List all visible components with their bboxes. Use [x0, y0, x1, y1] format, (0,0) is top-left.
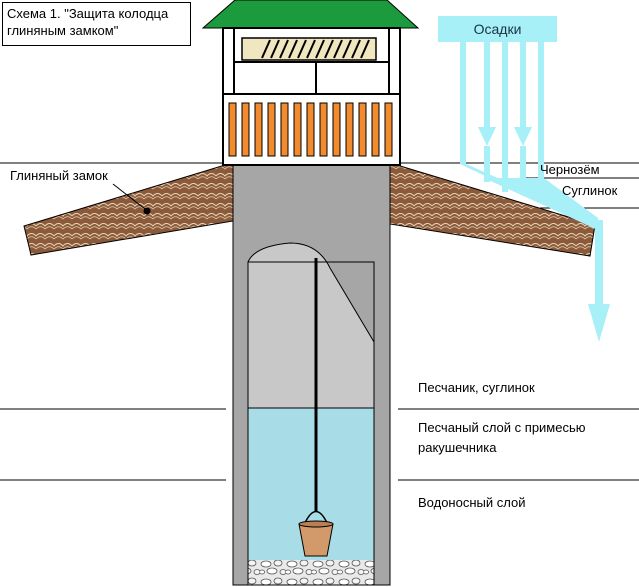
railing-slat — [319, 102, 328, 157]
clay-lock-marker — [143, 207, 151, 215]
well-inner-outline — [247, 261, 375, 586]
bucket — [298, 523, 334, 557]
windlass-rope-coils — [261, 39, 370, 59]
railing-slat — [280, 102, 289, 157]
railings — [228, 102, 393, 157]
diagram-caption: Схема 1. "Защита колодца глиняным замком… — [2, 2, 191, 46]
rope-coil — [333, 39, 343, 59]
loam-label: Суглинок — [562, 183, 618, 198]
railing-slat — [306, 102, 315, 157]
well-air-space — [247, 242, 375, 409]
railing-slat — [254, 102, 263, 157]
railing-slat — [228, 102, 237, 157]
caption-line-2: глиняным замком" — [7, 23, 119, 38]
windlass-drum — [241, 37, 377, 61]
bucket-rim — [298, 520, 334, 528]
rope-coil — [270, 39, 280, 59]
sandstone-loam-label: Песчаник, суглинок — [418, 380, 535, 395]
rain-arrow-main — [588, 304, 610, 342]
caption-line-1: Схема 1. "Защита колодца — [7, 6, 169, 21]
clay-lock-label: Глиняный замок — [10, 168, 108, 183]
rope-coil — [297, 39, 307, 59]
precipitation-box — [438, 16, 557, 42]
precipitation-label: Осадки — [473, 21, 522, 37]
rain-arrow-2 — [514, 127, 532, 146]
rope-coil — [342, 39, 352, 59]
aquifer-label: Водоносный слой — [418, 495, 526, 510]
black-soil-label: Чернозём — [540, 162, 600, 177]
well-bottom-gravel — [248, 560, 374, 585]
railing-slat — [332, 102, 341, 157]
rope-coil — [360, 39, 370, 59]
sand-shell-layer-label: Песчаный слой с примесью ракушечника — [418, 420, 586, 455]
well-roof — [201, 0, 420, 29]
railing-slat — [358, 102, 367, 157]
railing-slat — [384, 102, 393, 157]
rope-coil — [306, 39, 316, 59]
rope-coil — [279, 39, 289, 59]
railing-slat — [371, 102, 380, 157]
rope-coil — [315, 39, 325, 59]
railing-slat — [241, 102, 250, 157]
rope-coil — [261, 39, 271, 59]
railing-slat — [345, 102, 354, 157]
precipitation-flow — [438, 16, 610, 342]
railing-slat — [293, 102, 302, 157]
rope-coil — [324, 39, 334, 59]
clay-lock-leader — [112, 183, 146, 210]
rope-coil — [351, 39, 361, 59]
rain-arrow-1 — [478, 127, 496, 146]
railing-slat — [267, 102, 276, 157]
rope-coil — [288, 39, 298, 59]
